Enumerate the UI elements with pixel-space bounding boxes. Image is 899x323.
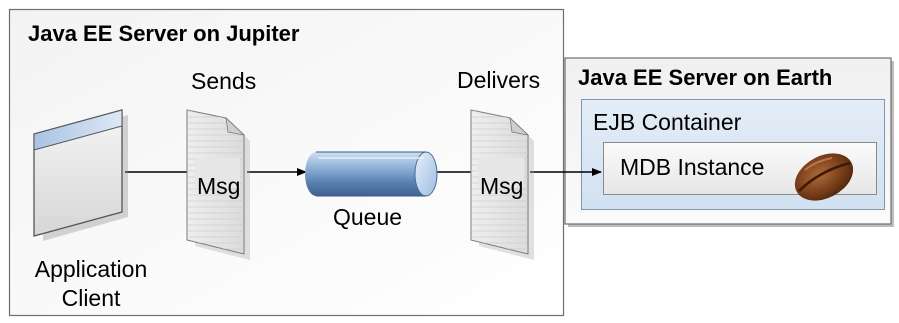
application-client-label-line1: Application (34, 256, 148, 282)
document-icon (186, 109, 250, 260)
jupiter-server-title: Java EE Server on Jupiter (28, 21, 300, 46)
msg-label-left: Msg (197, 173, 241, 199)
queue-cylinder-icon (305, 151, 438, 197)
delivers-label: Delivers (457, 67, 541, 93)
ejb-container-label: EJB Container (593, 109, 742, 135)
mdb-instance-label: MDB Instance (620, 154, 765, 180)
document-icon (470, 109, 534, 260)
coffee-bean-icon (794, 153, 854, 201)
msg-label-right: Msg (480, 173, 524, 199)
sends-label: Sends (191, 68, 257, 94)
application-window-icon (33, 109, 128, 241)
queue-label: Queue (333, 204, 403, 230)
application-client-label-line2: Client (61, 285, 121, 311)
earth-server-title: Java EE Server on Earth (578, 65, 833, 90)
